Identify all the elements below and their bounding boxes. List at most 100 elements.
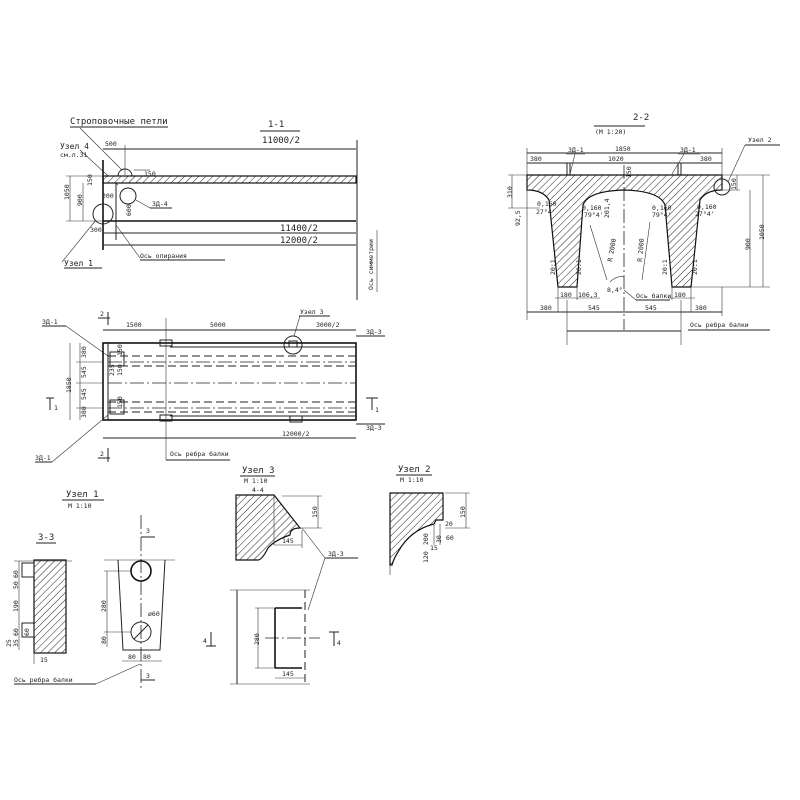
dim-200: 200 bbox=[422, 533, 430, 545]
left-dim-50: 50 bbox=[12, 581, 20, 589]
dim-half-length-bottom: 12000/2 bbox=[280, 236, 318, 246]
dim-106: 106,3 bbox=[578, 291, 598, 299]
dim-145b: 145 bbox=[282, 670, 294, 678]
node3-scale: М 1:10 bbox=[244, 477, 268, 485]
section-marker-1-left: 1 bbox=[54, 404, 58, 412]
section-4-4-title: 4-4 bbox=[252, 486, 264, 494]
dim-1850: 1850 bbox=[65, 377, 73, 393]
dim-120: 120 bbox=[422, 551, 430, 563]
node1-title: Узел 1 bbox=[66, 490, 99, 500]
dim-180-right: 180 bbox=[674, 291, 686, 299]
dim-15: 15 bbox=[430, 544, 438, 552]
dim-1850: 1850 bbox=[615, 145, 631, 153]
part-zd1-top: ЗД-1 bbox=[42, 318, 58, 326]
rib-axis-label: Ось ребра балки bbox=[14, 676, 73, 684]
part-zd4: ЗД-4 bbox=[152, 200, 168, 208]
dim-150: 150 bbox=[86, 174, 94, 186]
dim-201: 201,4 bbox=[603, 198, 611, 218]
node1-scale: М 1:10 bbox=[68, 502, 92, 510]
dim-150a: 150 bbox=[116, 344, 124, 356]
dim-310: 310 bbox=[506, 186, 514, 198]
dim-900: 900 bbox=[744, 238, 752, 250]
node3-title: Узел 3 bbox=[242, 466, 275, 476]
rib-end-outline bbox=[117, 559, 166, 651]
dim-545-bottom: 545 bbox=[80, 388, 88, 400]
hole-diameter: ø60 bbox=[148, 610, 160, 618]
haunch-label-4: 0,160 bbox=[697, 203, 717, 211]
part-zd3-bottom: ЗД-3 bbox=[366, 424, 382, 432]
haunch-label-2: 0,160 bbox=[582, 204, 602, 212]
left-dim-60b: 60 bbox=[12, 628, 20, 636]
section-title: 2-2 bbox=[633, 113, 649, 123]
dim-3000-half: 3000/2 bbox=[316, 321, 340, 329]
dim-145: 145 bbox=[282, 537, 294, 545]
lifting-loops-label: Строповочные петли bbox=[70, 117, 168, 127]
dim-600: 600 bbox=[125, 204, 133, 216]
section-marker-1-right: 1 bbox=[375, 406, 379, 414]
dim-380-top: 380 bbox=[80, 346, 88, 358]
left-dim-60: 60 bbox=[12, 570, 20, 578]
symmetry-axis-label: Ось симметрии bbox=[367, 239, 375, 290]
part-zd3: ЗД-3 bbox=[328, 550, 344, 558]
dim-30: 30 bbox=[435, 535, 443, 543]
part-zd1-left: ЗД-1 bbox=[568, 146, 584, 154]
dim-5000: 5000 bbox=[210, 321, 226, 329]
part-zd1-right: ЗД-1 bbox=[680, 146, 696, 154]
section-title: 1-1 bbox=[268, 120, 284, 130]
node2-detail: Узел 2 М 1:10 150 20 60 15 30 200 120 bbox=[389, 465, 470, 575]
left-dim-60c: 60 bbox=[23, 628, 31, 636]
dim-60: 60 bbox=[446, 534, 454, 542]
plan-view: 2 ЗД-1 1500 5000 3000/2 Узел 3 bbox=[35, 308, 385, 463]
left-dim-190: 190 bbox=[12, 600, 20, 612]
plan-outline bbox=[102, 342, 357, 421]
lifting-loop-icon bbox=[117, 168, 133, 177]
node4-ref: см.л.31 bbox=[60, 151, 87, 159]
dim-half-length: 12000/2 bbox=[282, 430, 309, 438]
radius-left: R 2000 bbox=[606, 238, 618, 263]
node3-circle bbox=[283, 335, 303, 355]
dim-180-left: 180 bbox=[560, 291, 572, 299]
dim-380-bottom: 380 bbox=[80, 406, 88, 418]
dim-150-edge: 150 bbox=[730, 178, 738, 190]
node3-label: Узел 3 bbox=[300, 308, 324, 316]
dim-150c: 150 bbox=[116, 396, 124, 408]
node1-section-hatch bbox=[33, 559, 67, 654]
bottom-dim-545-right: 545 bbox=[645, 304, 657, 312]
angle-label-2: 79°4' bbox=[584, 211, 604, 219]
node1-detail: Узел 1 М 1:10 3-3 60 50 190 60 35 60 25 … bbox=[5, 490, 175, 690]
haunch-label-1: 0,160 bbox=[537, 200, 557, 208]
dim-150b: 150 bbox=[116, 364, 124, 376]
dim-900: 900 bbox=[76, 194, 84, 206]
angle-label-4: 27°4' bbox=[695, 210, 715, 218]
bottom-dim-380-left: 380 bbox=[540, 304, 552, 312]
angle-label-1: 27°4' bbox=[536, 208, 556, 216]
node1-label: Узел 1 bbox=[64, 259, 93, 268]
dim-92: 92,5 bbox=[514, 210, 522, 226]
dim-380-left: 380 bbox=[530, 155, 542, 163]
slope-label-3: 20:1 bbox=[661, 259, 669, 275]
dim-300: 300 bbox=[90, 226, 102, 234]
left-dim-25: 25 bbox=[5, 639, 13, 647]
dim-1020: 1020 bbox=[608, 155, 624, 163]
bottom-dim-545-left: 545 bbox=[588, 304, 600, 312]
dim-80b: 80 bbox=[143, 653, 151, 661]
rib-axis-label: Ось ребра балки bbox=[170, 450, 229, 458]
node3-detail: Узел 3 М 1:10 4-4 150 145 ЗД-3 280 145 bbox=[203, 466, 358, 685]
section-3-3-title: 3-3 bbox=[38, 533, 54, 543]
section-marker-3-top: 3 bbox=[146, 527, 150, 535]
dim-half-length-top: 11000/2 bbox=[262, 136, 300, 146]
dim-20: 20 bbox=[445, 520, 453, 528]
haunch-label-3: 0,160 bbox=[652, 204, 672, 212]
section-marker-4-left: 4 bbox=[203, 637, 207, 645]
dim-1050: 1050 bbox=[758, 224, 766, 240]
dim-380-right: 380 bbox=[700, 155, 712, 163]
dim-150-loop: 150 bbox=[144, 170, 156, 178]
node2-circle bbox=[713, 178, 731, 196]
dim-1050: 1050 bbox=[63, 184, 71, 200]
node4-circle bbox=[119, 187, 137, 205]
bottom-dim-380-right: 380 bbox=[695, 304, 707, 312]
dim-280: 280 bbox=[100, 600, 108, 612]
section-marker-4-right: 4 bbox=[337, 639, 341, 647]
